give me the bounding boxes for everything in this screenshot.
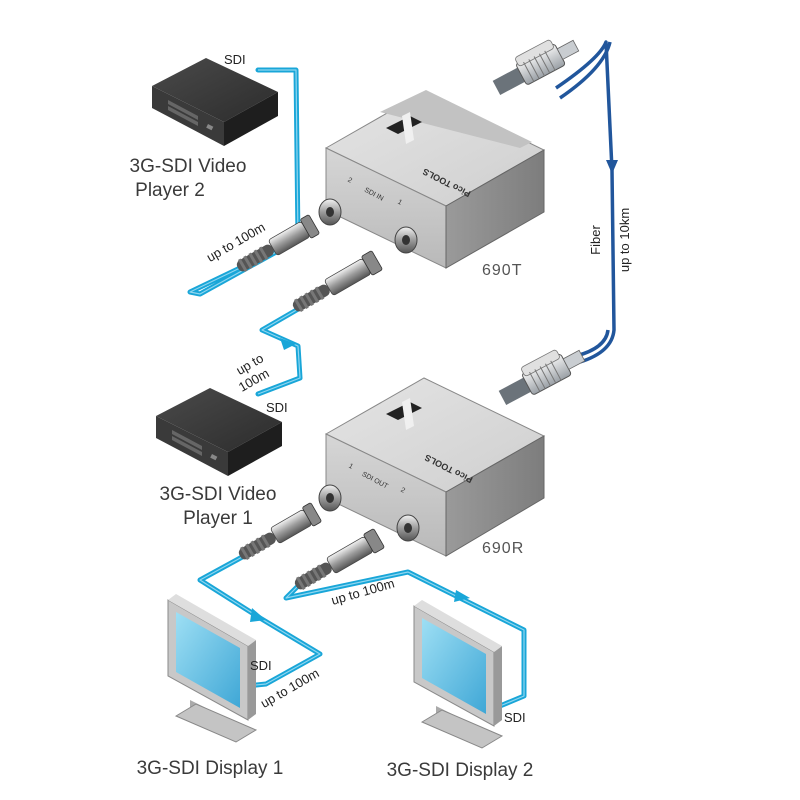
player2-label-line2: Player 2 <box>135 180 205 201</box>
display2-label: 3G-SDI Display 2 <box>387 760 534 781</box>
display-1-icon <box>167 594 258 743</box>
cable-player1-to-tx <box>255 305 303 397</box>
model-label-690t: 690T <box>482 262 522 279</box>
display1-sdi-label: SDI <box>250 658 272 673</box>
bnc-port-1-icon <box>394 226 418 254</box>
fiber-label: Fiber <box>588 225 603 255</box>
port-number-left: 1 <box>347 463 354 471</box>
receiver-690r: Pico TOOLS SDI OUT 1 2 690R <box>318 377 546 557</box>
bnc-port-2-icon <box>396 514 420 542</box>
bnc-plug-rx-2-icon <box>294 528 385 591</box>
port-number-right: 2 <box>399 487 406 495</box>
port-number-right: 1 <box>396 199 403 207</box>
bnc-port-1-icon <box>318 484 342 512</box>
player1-label-line2: Player 1 <box>183 508 253 529</box>
fiber-connector-tx-icon <box>492 39 580 95</box>
video-player-2-icon <box>152 58 278 146</box>
display1-label: 3G-SDI Display 1 <box>137 758 284 779</box>
player2-label-line1: 3G-SDI Video <box>130 156 247 177</box>
brand-logo-icon <box>386 398 422 430</box>
transmitter-690t: Pico TOOLS SDI IN 2 1 690T <box>318 90 546 279</box>
bnc-plug-tx-2-icon <box>236 214 320 273</box>
model-label-690r: 690R <box>482 540 524 557</box>
fiber-link <box>555 40 618 364</box>
video-player-1-icon <box>156 388 282 476</box>
player1-label-line1: 3G-SDI Video <box>160 484 277 505</box>
cable-rx-to-display2 <box>283 569 527 709</box>
bnc-plug-tx-1-icon <box>292 250 383 313</box>
bnc-plug-rx-1-icon <box>238 502 322 561</box>
fiber-connector-rx-icon <box>498 349 586 405</box>
fiber-distance-label: up to 10km <box>617 208 632 272</box>
cable-rx-to-display1 <box>197 553 323 689</box>
player1-sdi-label: SDI <box>266 400 288 415</box>
display-2-icon <box>413 600 504 749</box>
brand-logo-icon <box>386 112 422 144</box>
display2-sdi-label: SDI <box>504 710 526 725</box>
player2-sdi-label: SDI <box>224 52 246 67</box>
fiber-arrow-icon <box>606 160 618 174</box>
bnc-port-2-icon <box>318 198 342 226</box>
port-number-left: 2 <box>346 177 353 185</box>
